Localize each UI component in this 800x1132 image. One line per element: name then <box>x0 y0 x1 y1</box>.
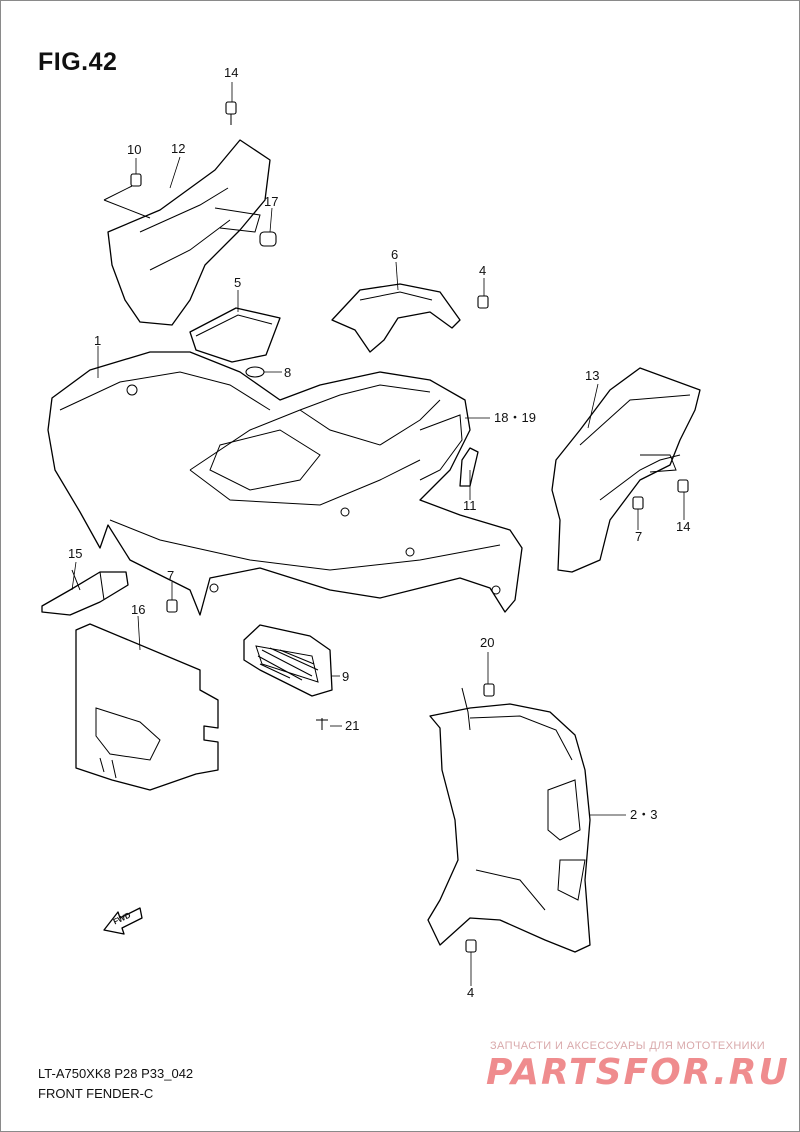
callout-7-left: 7 <box>167 568 175 583</box>
figure-title: FIG.42 <box>38 48 118 76</box>
part-6-cover <box>331 283 461 353</box>
watermark-tagline: ЗАПЧАСТИ И АКСЕССУАРЫ ДЛЯ МОТОТЕХНИКИ <box>490 1040 766 1052</box>
part-13-panel <box>551 367 701 573</box>
callout-6: 6 <box>391 247 399 262</box>
part-9-grille <box>243 624 333 697</box>
callout-15: 15 <box>68 546 83 561</box>
callout-2-3: 2・3 <box>630 807 658 822</box>
callout-17: 17 <box>264 194 279 209</box>
callout-20: 20 <box>480 635 495 650</box>
callout-14-right: 14 <box>676 519 691 534</box>
fasteners <box>130 101 689 953</box>
footer-section-name: FRONT FENDER-C <box>38 1086 154 1101</box>
part-16-plate <box>75 623 219 791</box>
callout-12: 12 <box>171 141 186 156</box>
callout-11: 11 <box>463 498 477 513</box>
callout-10: 10 <box>127 142 142 157</box>
callout-21: 21 <box>345 718 360 733</box>
part-12-panel <box>103 139 271 326</box>
callout-16: 16 <box>131 602 146 617</box>
callout-7-right: 7 <box>635 529 643 544</box>
part-5-pad <box>189 307 281 363</box>
callout-8: 8 <box>284 365 292 380</box>
callout-4-top: 4 <box>479 263 487 278</box>
part-11-strip <box>459 447 479 487</box>
callout-1: 1 <box>94 333 102 348</box>
fwd-arrow-icon <box>103 907 143 935</box>
leader-lines <box>71 82 685 986</box>
part-2-3-liner <box>427 687 591 953</box>
footer-model-code: LT-A750XK8 P28 P33_042 <box>38 1066 194 1081</box>
callout-4-bottom: 4 <box>467 985 475 1000</box>
callout-5: 5 <box>234 275 242 290</box>
callout-13: 13 <box>585 368 600 383</box>
part-1-front-fender <box>47 351 523 616</box>
watermark-logo: PARTSFOR.RU <box>486 1052 790 1093</box>
callout-9: 9 <box>342 669 350 684</box>
callout-14-top: 14 <box>224 65 239 80</box>
part-15-bracket <box>41 571 129 616</box>
callout-18-19: 18・19 <box>494 410 536 425</box>
